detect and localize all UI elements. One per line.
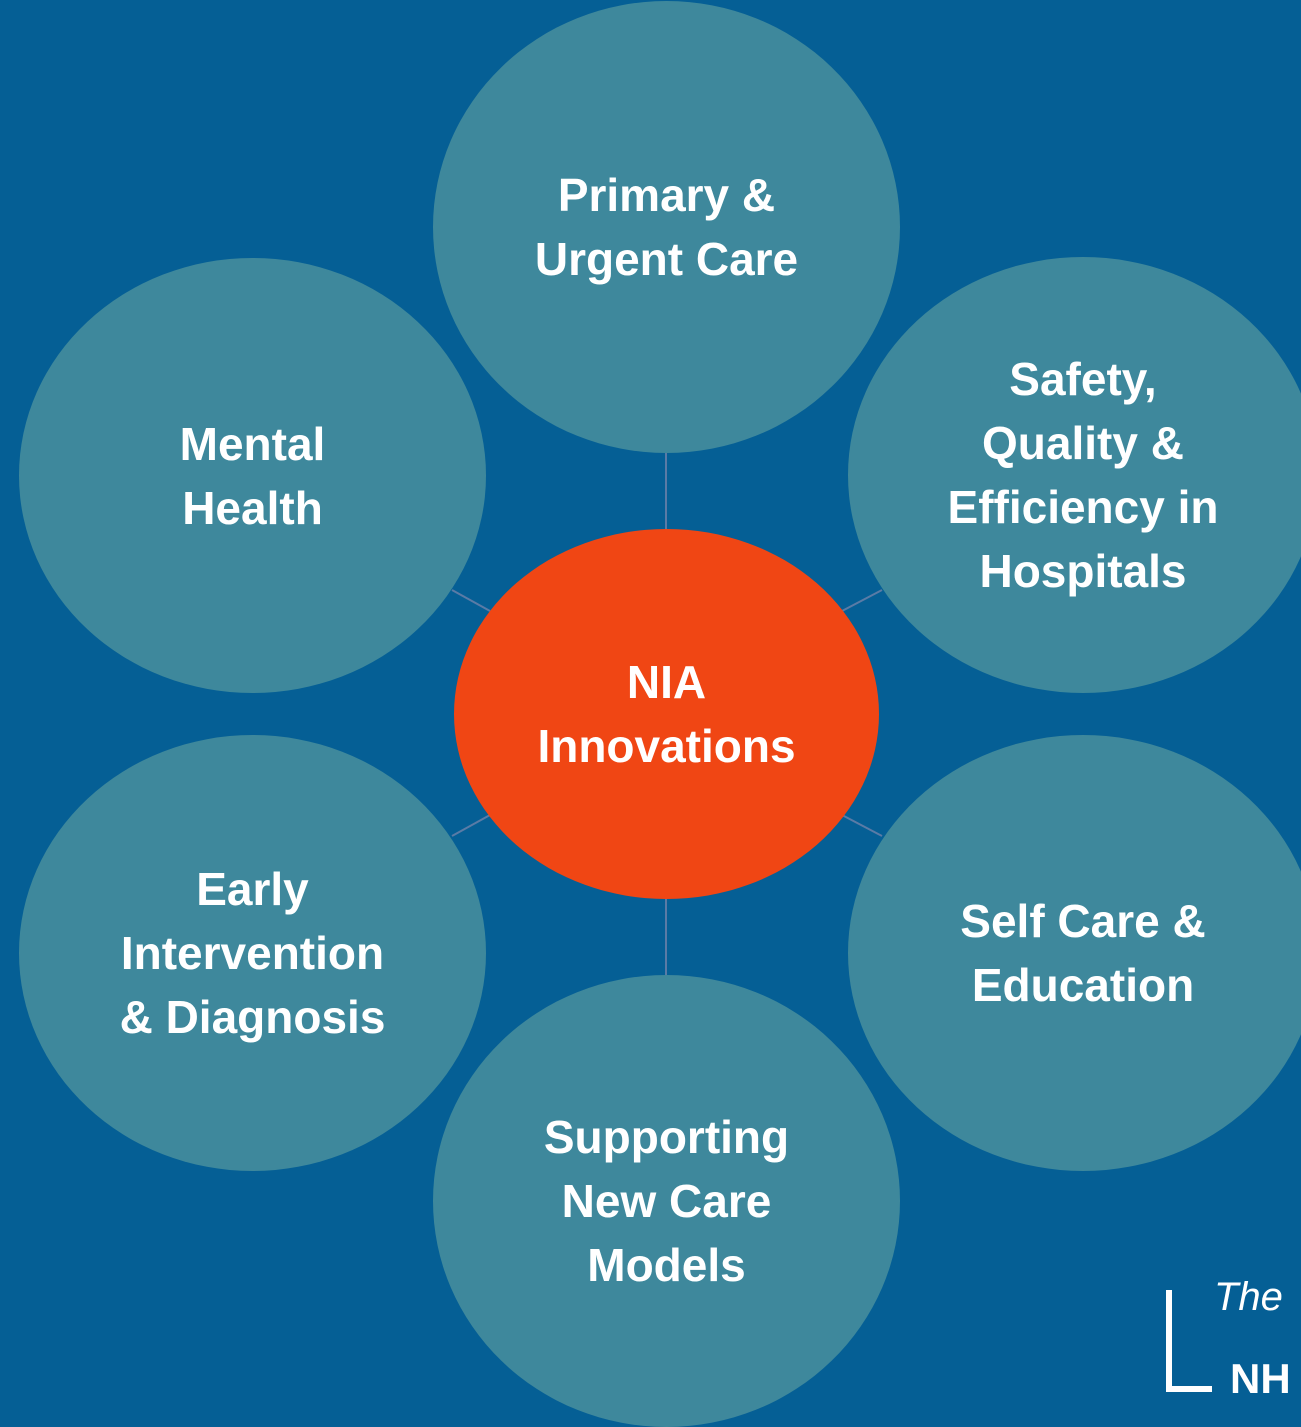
logo-text-the: The	[1214, 1275, 1283, 1319]
connector-safety	[841, 589, 883, 612]
bubble-label: Mental Health	[179, 417, 326, 534]
bubble-safety-quality: Safety, Quality & Efficiency in Hospital…	[848, 257, 1301, 693]
logo-text-nhs: NH	[1230, 1355, 1291, 1402]
logo-bracket-icon	[1166, 1290, 1212, 1392]
bubble-primary-urgent-care: Primary & Urgent Care	[433, 1, 900, 453]
bubble-label: Self Care & Education	[960, 895, 1206, 1011]
connector-early	[451, 814, 491, 837]
bubble-mental-health: Mental Health	[19, 258, 486, 693]
connector-self	[841, 814, 883, 837]
bubble-supporting-new-care: Supporting New Care Models	[433, 975, 900, 1427]
bubble-nia-innovations: NIA Innovations	[454, 529, 879, 899]
bubble-label: Safety, Quality & Efficiency in Hospital…	[947, 353, 1219, 597]
bubble-label: Primary & Urgent Care	[534, 169, 799, 285]
bubble-label: Supporting New Care Models	[543, 1111, 790, 1291]
bubble-label: NIA Innovations	[537, 656, 796, 772]
bubble-label: Early Intervention & Diagnosis	[119, 863, 386, 1043]
bubble-early-intervention: Early Intervention & Diagnosis	[19, 735, 486, 1171]
connector-mental	[451, 589, 491, 612]
bubble-self-care: Self Care & Education	[848, 735, 1301, 1171]
logo: The NH	[1166, 1272, 1301, 1408]
